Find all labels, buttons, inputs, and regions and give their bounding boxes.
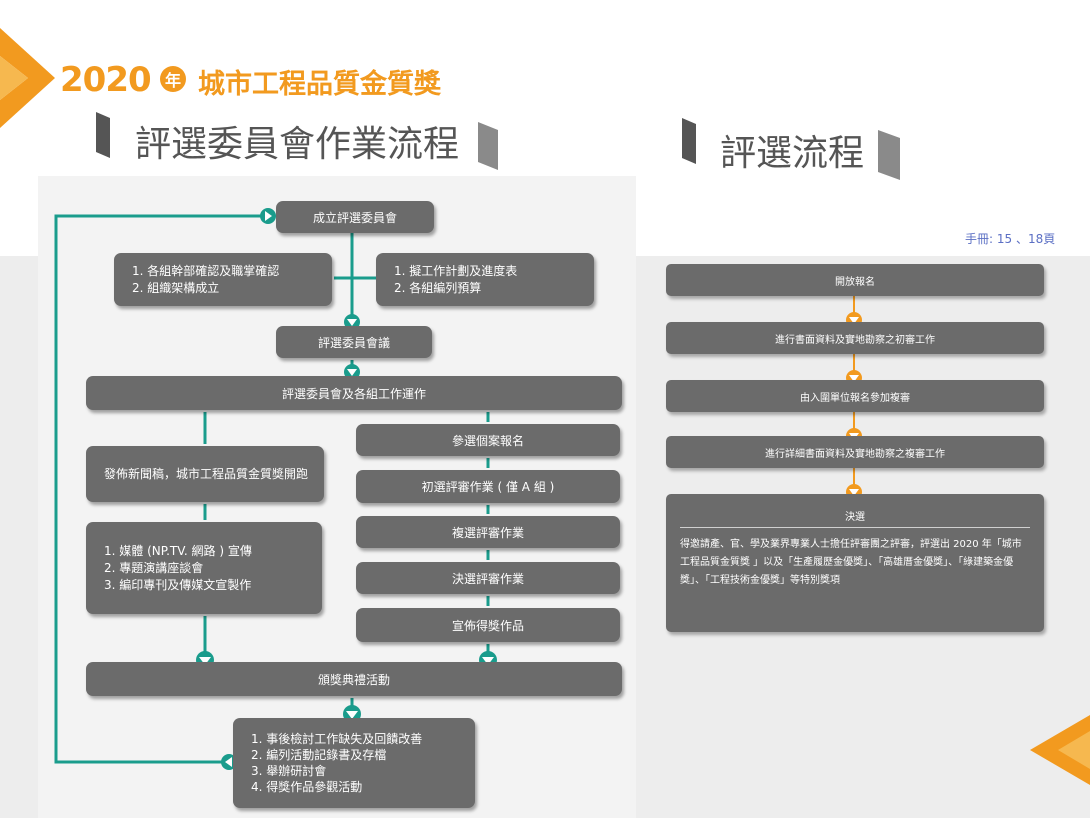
right-title-bar-icon <box>682 118 696 164</box>
right-section-title: 評選流程 <box>720 133 865 174</box>
header-year: 2020 <box>60 60 152 100</box>
left-section-title: 評選委員會作業流程 <box>135 124 460 165</box>
right-tasks-box: 1. 擬工作計劃及進度表 2. 各組編列預算 <box>376 253 594 306</box>
right-step-1-box: 開放報名 <box>666 264 1044 296</box>
committee-meeting-box: 評選委員會議 <box>276 326 432 358</box>
right-title-end-icon <box>878 130 900 180</box>
left-tasks-box: 1. 各組幹部確認及職掌確認 2. 組織架構成立 <box>114 253 332 306</box>
operations-box: 評選委員會及各組工作運作 <box>86 376 622 410</box>
media-item-1: 1. 媒體 (NP.TV. 網路 ) 宣傳 <box>104 543 252 558</box>
orange-chevron-bottom-right-icon <box>1030 715 1090 785</box>
final-review-box: 決選評審作業 <box>356 562 620 594</box>
media-item-2: 2. 專題演講座談會 <box>104 560 204 575</box>
followup-item-3: 3. 舉辦研討會 <box>251 764 327 778</box>
press-release-text: 發佈新聞稿，城市工程品質金質獎開跑 <box>104 466 309 481</box>
media-item-3: 3. 編印專刊及傳媒文宣製作 <box>104 577 252 592</box>
press-release-box: 發佈新聞稿，城市工程品質金質獎開跑 <box>86 446 324 502</box>
registration-box: 參選個案報名 <box>356 424 620 456</box>
left-title-end-icon <box>478 122 498 170</box>
establish-committee-box: 成立評選委員會 <box>276 201 434 233</box>
announce-winners-box: 宣佈得獎作品 <box>356 608 620 642</box>
left-task-2: 2. 組織架構成立 <box>132 280 220 295</box>
final-selection-divider <box>680 527 1030 528</box>
right-step-2-box: 進行書面資料及實地勘察之初審工作 <box>666 322 1044 354</box>
followup-item-4: 4. 得獎作品參觀活動 <box>251 780 363 794</box>
right-task-1: 1. 擬工作計劃及進度表 <box>394 263 518 278</box>
left-title-bar-icon <box>96 112 110 158</box>
header-year-badge: 年 <box>160 66 186 92</box>
media-box: 1. 媒體 (NP.TV. 網路 ) 宣傳 2. 專題演講座談會 3. 編印專刊… <box>86 522 322 614</box>
right-step-4-box: 進行詳細書面資料及實地勘察之複審工作 <box>666 436 1044 468</box>
orange-chevron-top-left-icon <box>0 28 55 128</box>
right-step-3-box: 由入圍單位報名參加複審 <box>666 380 1044 412</box>
followup-item-1: 1. 事後檢討工作缺失及回饋改善 <box>251 732 423 746</box>
followup-item-2: 2. 編列活動記錄書及存檔 <box>251 748 387 762</box>
left-gray-strip <box>0 256 38 818</box>
right-task-2: 2. 各組編列預算 <box>394 280 482 295</box>
final-selection-title: 決選 <box>845 512 865 523</box>
manual-page-note: 手冊: 15 、18頁 <box>965 232 1056 246</box>
final-selection-text: 得邀請產、官、學及業界專業人士擔任評審團之評審，評選出 2020 年「城市工程品… <box>680 539 1022 586</box>
award-ceremony-box: 頒獎典禮活動 <box>86 662 622 696</box>
followup-box: 1. 事後檢討工作缺失及回饋改善 2. 編列活動記錄書及存檔 3. 舉辦研討會 … <box>233 718 475 808</box>
left-task-1: 1. 各組幹部確認及職掌確認 <box>132 263 280 278</box>
preliminary-review-box: 初選評審作業 ( 僅 A 組 ) <box>356 470 620 503</box>
header-title: 城市工程品質金質獎 <box>198 69 441 100</box>
final-selection-box: 決選 得邀請產、官、學及業界專業人士擔任評審團之評審，評選出 2020 年「城市… <box>666 494 1044 632</box>
second-review-box: 複選評審作業 <box>356 516 620 548</box>
